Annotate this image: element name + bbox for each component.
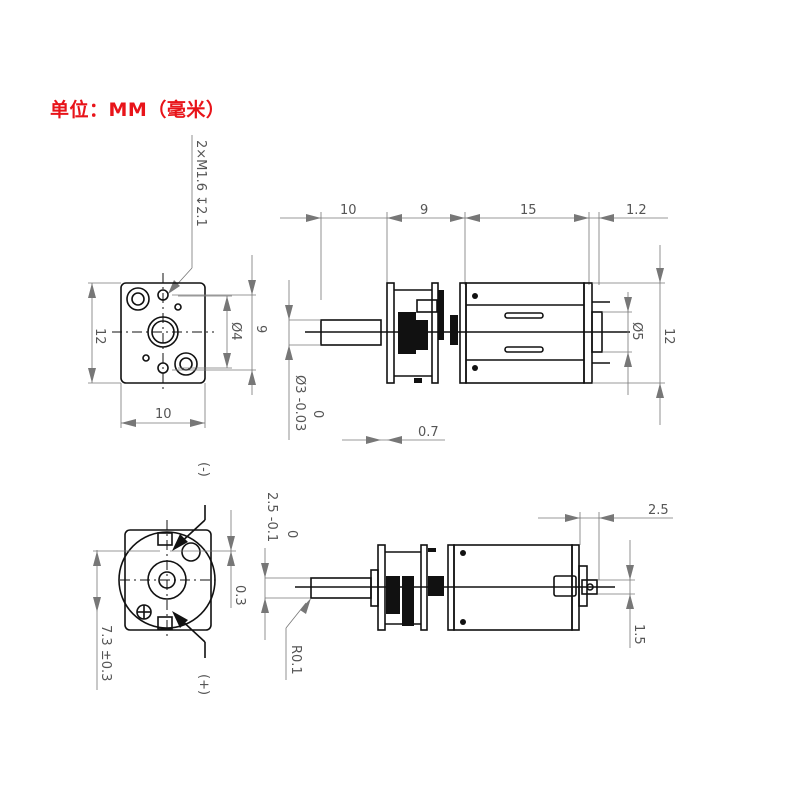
dim-height-12: 12 xyxy=(92,328,107,345)
dim-shaft-tol-upper: 0 xyxy=(310,410,325,418)
dim-hole-spacing-9: 9 xyxy=(253,325,268,333)
dim-radius: R0.1 xyxy=(288,645,303,675)
dim-terminal-spacing: 7.3 ±0.3 xyxy=(98,625,113,681)
terminal-positive-label: (+) xyxy=(196,674,211,695)
dim-boss-dia: Ø5 xyxy=(629,322,644,341)
dim-flange-step-0-7: 0.7 xyxy=(418,425,439,440)
bottom-front-view: (-) (+) 7.3 ±0.3 0.3 2.5 -0.1 0 xyxy=(93,462,299,695)
dim-shaft-dia: Ø3 -0.03 xyxy=(292,375,307,431)
thread-callout: 2×M1.6 ↧2.1 xyxy=(193,140,208,227)
top-front-view: 2×M1.6 ↧2.1 12 10 Ø4 9 xyxy=(88,135,268,428)
dim-bore-dia: Ø4 xyxy=(228,322,243,341)
dim-offset-0-3: 0.3 xyxy=(232,585,247,606)
dim-terminal-len-2-5: 2.5 xyxy=(648,503,669,518)
dim-gearbox-len-9: 9 xyxy=(420,203,428,218)
terminal-negative-label: (-) xyxy=(196,462,211,477)
bottom-side-view: R0.1 2.5 1.5 xyxy=(261,503,673,680)
dim-motor-len-15: 15 xyxy=(520,203,537,218)
dim-flat: 2.5 -0.1 xyxy=(264,492,279,542)
dim-body-dia-12: 12 xyxy=(661,328,676,345)
units-title: 单位：MM（毫米） xyxy=(50,99,226,121)
dim-shaft-len-10: 10 xyxy=(340,203,357,218)
dim-endcap-1-2: 1.2 xyxy=(626,203,647,218)
dim-flat-tol-upper: 0 xyxy=(284,530,299,538)
dim-width-10: 10 xyxy=(155,407,172,422)
top-side-view: 10 9 15 1.2 Ø3 -0.03 xyxy=(280,203,676,444)
dim-terminal-width-1-5: 1.5 xyxy=(631,624,646,645)
